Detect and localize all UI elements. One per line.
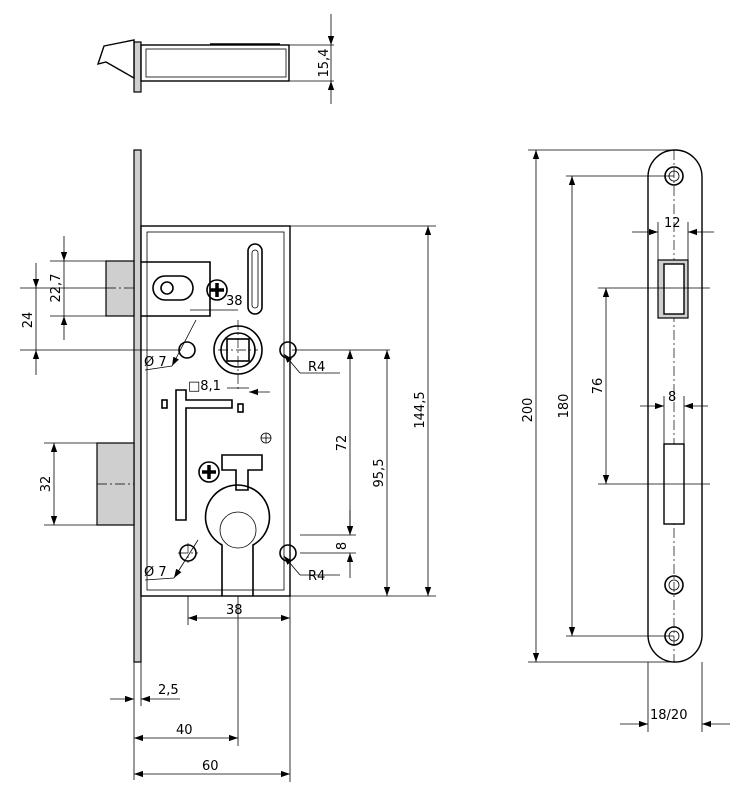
lever-arm: [175, 389, 233, 521]
dim-bolt-slot-width: 8: [668, 390, 676, 405]
dim-case-depth: 60: [202, 759, 219, 774]
dim-key-hole: Ø 7: [144, 565, 167, 580]
t-slot: [221, 454, 263, 491]
dim-faceplate-width: 18/20: [650, 708, 687, 723]
dim-latch-thickness: 15,4: [317, 49, 332, 78]
lower-screw-icon: [198, 461, 220, 483]
dim-radius-lower: R4: [308, 569, 325, 584]
upper-screw-icon: [206, 279, 228, 301]
dim-spindle-distance: 38: [226, 294, 243, 309]
dim-follower-key: 72: [335, 435, 350, 452]
front-view: 200 180 76 12 8 18/20: [521, 149, 730, 732]
top-latch: [96, 39, 135, 80]
cylinder-cutout: [204, 484, 271, 596]
top-view: 15,4: [96, 14, 335, 104]
latch-spring: [152, 275, 194, 301]
mid-screw-hole-icon: [664, 575, 684, 595]
latch-bolt: [105, 260, 135, 317]
dim-spindle-hole: Ø 7: [144, 355, 167, 370]
dim-case-height: 144,5: [413, 391, 428, 428]
dim-key-slot: 8: [335, 542, 350, 550]
dim-latch-bolt-distance: 76: [591, 378, 606, 395]
side-view: 22,7 24 Ø 7 38 □8,1 R4 144,5 72: [20, 149, 436, 782]
dim-deadbolt: 32: [39, 476, 54, 493]
dim-backset-width: 38: [226, 603, 243, 618]
dim-faceplate-thickness: 2,5: [158, 683, 179, 698]
dim-screw-distance: 180: [557, 394, 572, 419]
dim-radius-upper: R4: [308, 360, 325, 375]
faceplate: [133, 149, 142, 663]
dim-latch-offset: 24: [21, 312, 36, 329]
top-faceplate: [133, 41, 142, 93]
lock-case-inner: [146, 231, 285, 591]
dim-square: □8,1: [188, 379, 221, 394]
top-case-inner: [145, 48, 287, 78]
dim-follower-bottom: 95,5: [372, 459, 387, 488]
dim-faceplate-length: 200: [521, 398, 536, 423]
top-case: [140, 44, 290, 82]
upper-slot: [247, 243, 263, 315]
dim-backset: 40: [176, 723, 193, 738]
dim-latch-slot-width: 12: [664, 216, 681, 231]
